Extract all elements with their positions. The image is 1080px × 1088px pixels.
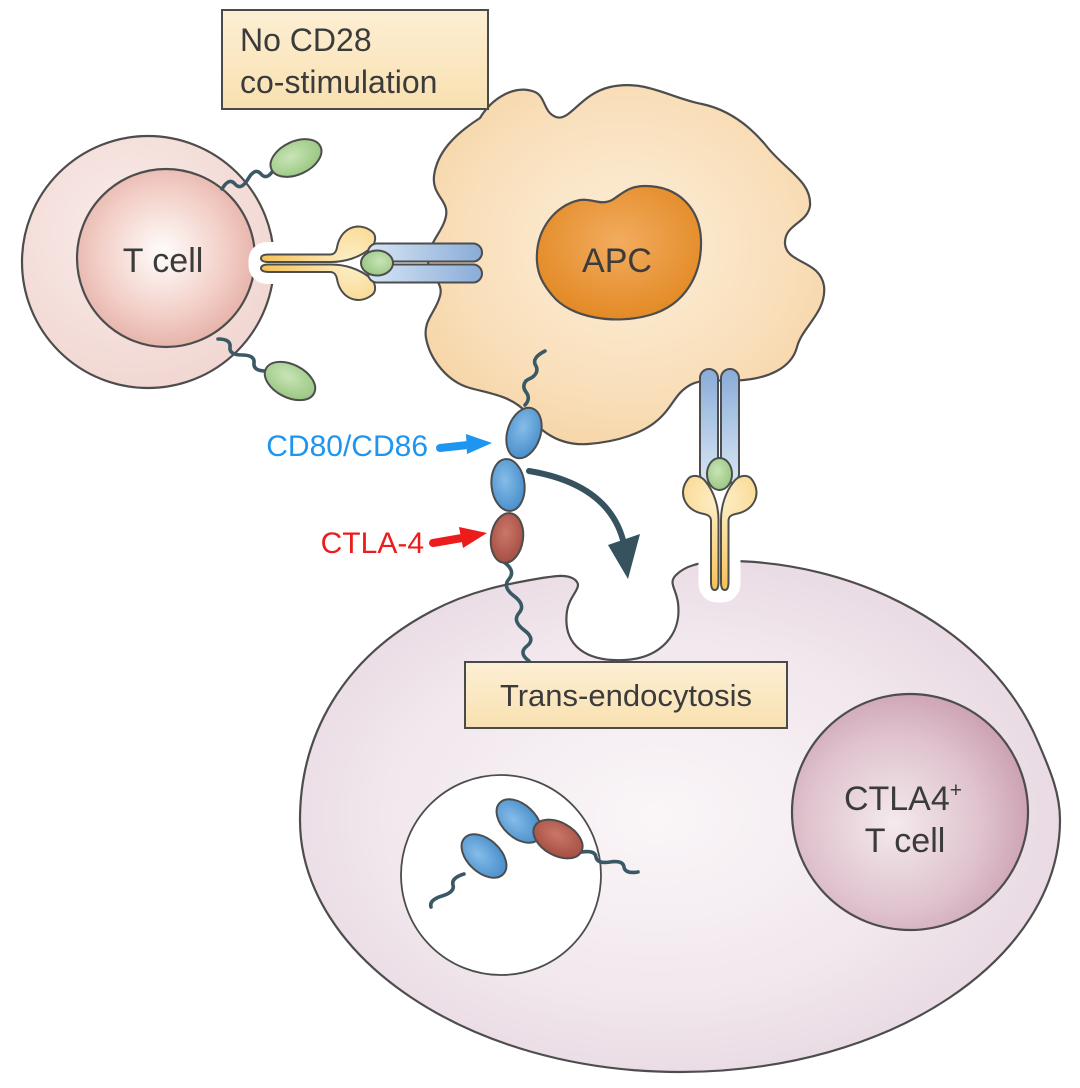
cd80-annotation-label: CD80/CD86 — [266, 430, 428, 463]
t-cell-label: T cell — [123, 242, 204, 280]
cd80-ctla4-chain — [489, 349, 547, 663]
peptide — [360, 249, 394, 277]
peptide — [706, 457, 733, 491]
apc-label: APC — [582, 242, 652, 280]
cd80-label-arrow-icon — [436, 434, 492, 454]
ctla4-annotation: CTLA-4 — [321, 527, 487, 560]
chain-tether-squiggle-bottom — [502, 560, 533, 663]
vesicle-tether-squiggle-left — [428, 872, 466, 909]
receptor-tether-squiggle — [216, 337, 268, 373]
condition-label-line1: No CD28 — [240, 22, 372, 58]
cd80-molecule — [505, 406, 543, 460]
ctla4-t-cell-label-line2: T cell — [865, 822, 946, 860]
ctla4-molecule — [489, 512, 525, 564]
condition-label-box: No CD28 co-stimulation — [221, 9, 489, 110]
chain-tether-squiggle-top — [522, 349, 547, 407]
apc-nucleus — [535, 184, 703, 321]
process-label-box: Trans-endocytosis — [464, 661, 788, 729]
vesicle-ctla4-molecule — [532, 818, 584, 860]
cd80-annotation: CD80/CD86 — [266, 430, 492, 463]
ctla4-t-cell-label-line1: CTLA4+ — [844, 779, 962, 818]
cd80-molecule — [490, 458, 526, 512]
condition-label-line2: co-stimulation — [240, 64, 437, 100]
ctla4-annotation-label: CTLA-4 — [321, 527, 424, 560]
t-cell: T cell — [20, 134, 276, 390]
ctla4-label-arrow-icon — [429, 527, 487, 548]
vesicle-cd80-molecule — [460, 833, 508, 879]
surface-receptor-molecule — [269, 138, 323, 178]
receptor-tether-squiggle — [220, 167, 276, 191]
t-cell-surface-receptors — [216, 138, 323, 402]
ctla4-positive-t-cell: CTLA4+ T cell — [790, 692, 1030, 932]
vesicle-tether-squiggle-right — [580, 849, 640, 875]
recipient-t-cell: CTLA4+ T cell — [298, 559, 1062, 1074]
endocytic-vesicle — [400, 774, 640, 976]
trans-endocytosis-arrow-icon — [526, 468, 640, 579]
process-label: Trans-endocytosis — [500, 678, 752, 713]
surface-receptor-molecule — [263, 360, 317, 402]
